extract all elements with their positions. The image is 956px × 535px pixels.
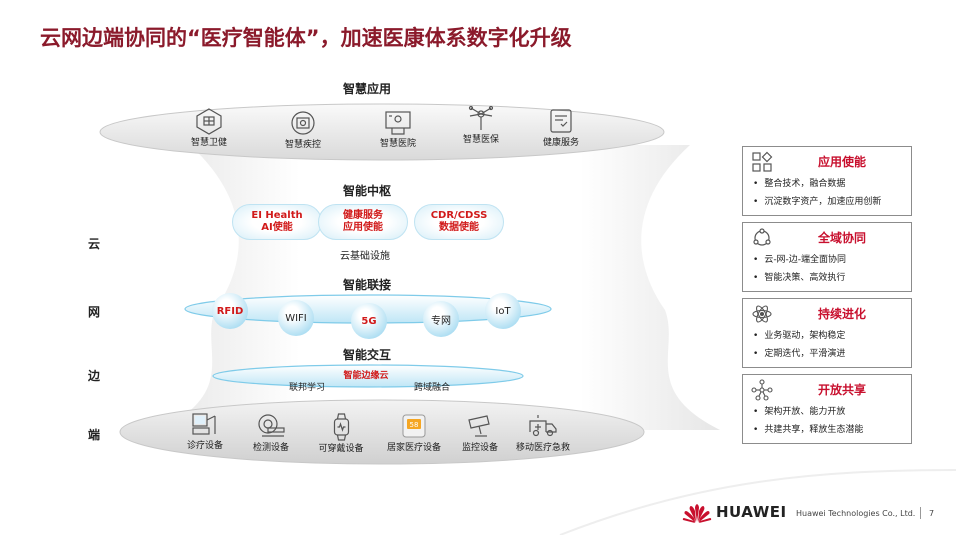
collaboration-icon: [751, 227, 773, 249]
device-label: 监控设备: [461, 443, 499, 453]
federated-learning-label: 联邦学习: [288, 383, 326, 393]
hub-item-ei-health[interactable]: EI Health AI使能: [232, 204, 322, 240]
connect-bubble-iot[interactable]: IoT: [485, 293, 521, 329]
atom-icon: [751, 303, 773, 325]
ambulance-icon: [528, 412, 558, 440]
card-bullet: 智能决策、高效执行: [753, 269, 907, 287]
app-label: 智慧医院: [379, 139, 417, 149]
app-grid-icon: [751, 151, 773, 173]
app-label: 智慧疾控: [284, 140, 322, 150]
layer-title-smart-interact: 智能交互: [342, 348, 392, 362]
device-item-ambulance[interactable]: 移动医疗急救: [516, 412, 570, 453]
hub-item-cdr-cdss[interactable]: CDR/CDSS 数据使能: [414, 204, 504, 240]
side-char-edge: 边: [88, 369, 101, 383]
hub-line2: 数据使能: [439, 222, 479, 233]
footer-company: Huawei Technologies Co., Ltd.: [796, 509, 916, 518]
device-item-surveillance[interactable]: 监控设备: [462, 412, 498, 453]
hospital-icon: [383, 108, 413, 136]
page-number: 7: [929, 509, 935, 518]
app-item-hospital[interactable]: 智慧医院: [380, 108, 416, 149]
app-item-disease-control[interactable]: 智慧疾控: [285, 109, 321, 150]
card-title: 开放共享: [817, 383, 866, 397]
app-label: 智慧医保: [462, 135, 500, 145]
decor-swoosh: [559, 469, 956, 535]
share-network-icon: [751, 379, 773, 401]
connect-bubble-5g[interactable]: 5G: [351, 303, 387, 339]
footer-separator: [920, 507, 921, 519]
wearable-watch-icon: [326, 413, 356, 441]
card-app-enable: 应用使能 整合技术，融合数据 沉淀数字资产，加速应用创新: [742, 146, 912, 216]
huawei-logo-icon: [682, 504, 712, 523]
card-collaboration: 全域协同 云-网-边-端全面协同 智能决策、高效执行: [742, 222, 912, 292]
disease-control-icon: [288, 109, 318, 137]
side-char-cloud: 云: [88, 237, 101, 251]
devices-ellipse: [119, 399, 645, 465]
insurance-network-icon: [466, 104, 496, 132]
connect-bubble-rfid[interactable]: RFID: [212, 293, 248, 329]
layer-title-smart-hub: 智能中枢: [342, 184, 392, 198]
card-open-share: 开放共享 架构开放、能力开放 共建共享，释放生态潜能: [742, 374, 912, 444]
app-item-insurance[interactable]: 智慧医保: [463, 104, 499, 145]
hub-line2: AI使能: [261, 222, 293, 233]
surveillance-camera-icon: [465, 412, 495, 440]
edge-cloud-label: 智能边缘云: [343, 371, 389, 381]
card-evolution: 持续进化 业务驱动，架构稳定 定期迭代，平滑演进: [742, 298, 912, 368]
card-bullet: 业务驱动，架构稳定: [753, 327, 907, 345]
connect-bubble-private-net[interactable]: 专网: [423, 301, 459, 337]
side-char-device: 端: [88, 428, 101, 442]
device-label: 可穿戴设备: [318, 444, 364, 454]
edge-ring: [212, 364, 524, 388]
ct-scanner-icon: [256, 412, 286, 440]
device-item-wearable[interactable]: 可穿戴设备: [318, 413, 364, 454]
card-title: 持续进化: [817, 307, 866, 321]
device-item-home-medical[interactable]: 58 居家医疗设备: [387, 412, 441, 453]
card-title: 全域协同: [817, 231, 866, 245]
card-bullet: 云-网-边-端全面协同: [753, 251, 907, 269]
diagnosis-device-icon: [190, 410, 220, 438]
connect-bubble-wifi[interactable]: WIFI: [278, 300, 314, 336]
card-bullet: 架构开放、能力开放: [753, 403, 907, 421]
page-title: 云网边端协同的“医疗智能体”，加速医康体系数字化升级: [40, 26, 572, 50]
hub-line1: EI Health: [251, 210, 303, 221]
hub-item-health-service-enable[interactable]: 健康服务 应用使能: [318, 204, 408, 240]
card-bullet: 沉淀数字资产，加速应用创新: [753, 193, 907, 211]
device-label: 检测设备: [252, 443, 290, 453]
card-bullet: 整合技术，融合数据: [753, 175, 907, 193]
device-label: 居家医疗设备: [386, 443, 442, 453]
hub-line1: CDR/CDSS: [430, 210, 488, 221]
hub-line2: 应用使能: [343, 222, 383, 233]
device-label: 移动医疗急救: [515, 443, 571, 453]
device-label: 诊疗设备: [186, 441, 224, 451]
app-item-health-admin[interactable]: 智慧卫健: [191, 107, 227, 148]
home-medical-device-icon: 58: [399, 412, 429, 440]
hub-line1: 健康服务: [343, 210, 383, 221]
footer-brand: HUAWEI: [716, 503, 787, 521]
device-item-diagnosis[interactable]: 诊疗设备: [187, 410, 223, 451]
card-title: 应用使能: [817, 155, 866, 169]
app-label: 健康服务: [542, 138, 580, 148]
card-bullet: 共建共享，释放生态潜能: [753, 421, 907, 439]
device-item-detection[interactable]: 检测设备: [253, 412, 289, 453]
svg-text:58: 58: [410, 421, 419, 429]
app-item-health-service[interactable]: 健康服务: [543, 107, 579, 148]
health-admin-icon: [194, 107, 224, 135]
hub-infra-label: 云基础设施: [340, 251, 390, 262]
card-bullet: 定期迭代，平滑演进: [753, 345, 907, 363]
apps-ellipse: [99, 103, 665, 161]
app-label: 智慧卫健: [190, 138, 228, 148]
health-service-icon: [546, 107, 576, 135]
cross-domain-label: 跨域融合: [413, 383, 451, 393]
layer-title-smart-apps: 智慧应用: [342, 82, 392, 96]
side-char-network: 网: [88, 305, 101, 319]
layer-title-smart-connect: 智能联接: [342, 278, 392, 292]
